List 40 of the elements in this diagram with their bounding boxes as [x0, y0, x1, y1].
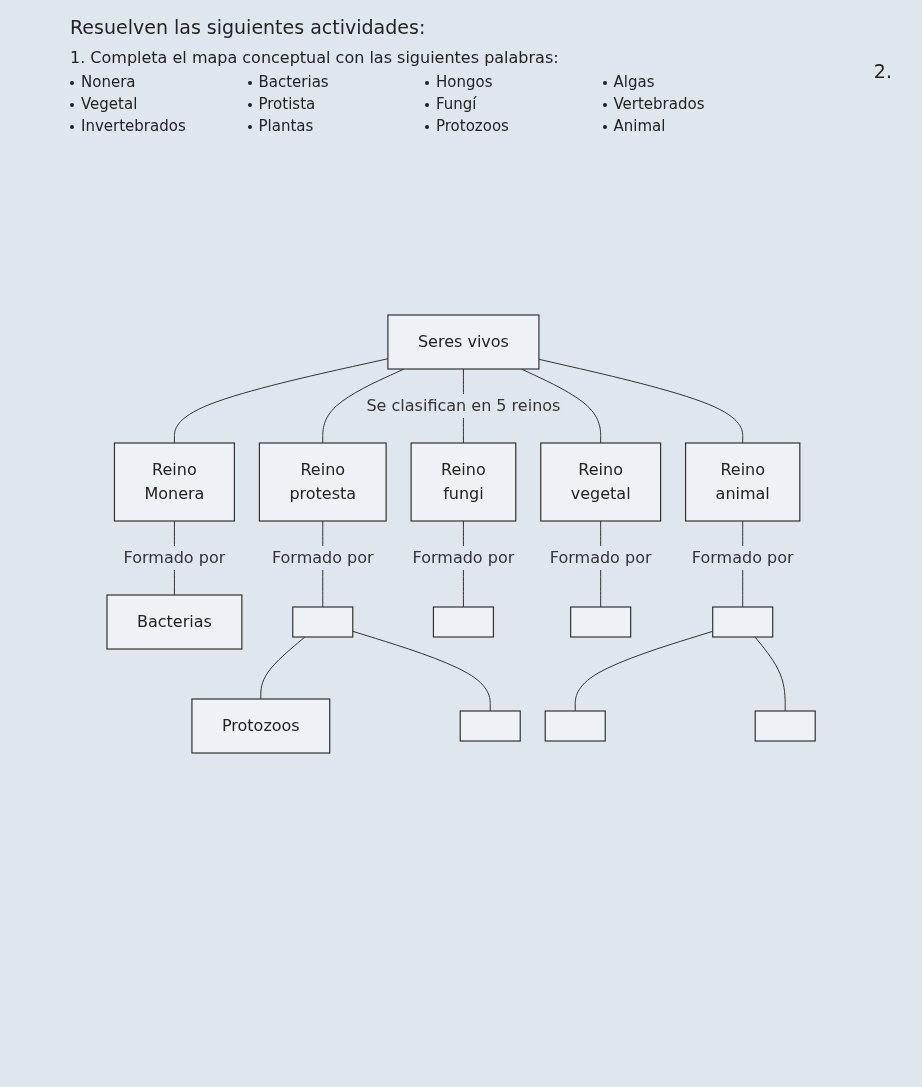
word-list-item: Algas — [613, 73, 655, 91]
word-list-item: Fungí — [436, 95, 477, 113]
word-list-item: Protozoos — [436, 117, 509, 135]
connector — [260, 636, 306, 700]
word-list-item: Vertebrados — [613, 95, 705, 113]
node-box: Reino protesta — [258, 442, 387, 522]
node-box — [569, 606, 632, 638]
node-box — [292, 606, 354, 638]
node-box: Reino fungi — [410, 442, 517, 522]
node-box — [754, 710, 816, 742]
connector — [352, 630, 491, 712]
node-box — [544, 710, 606, 742]
word-list-item: Animal — [613, 117, 666, 135]
word-list-item: Nonera — [81, 73, 136, 91]
word-list-item: Plantas — [258, 117, 314, 135]
instruction: 1. Completa el mapa conceptual con las siguientes palabras: — [70, 48, 559, 67]
edge-label: Formado por — [271, 548, 374, 567]
node-box: Reino animal — [684, 442, 801, 522]
node-box: Bacterias — [106, 594, 243, 650]
word-list-item: Hongos — [436, 73, 493, 91]
node-box — [712, 606, 774, 638]
connector — [754, 636, 786, 712]
node-box — [432, 606, 494, 638]
edge-label: Se clasifican en 5 reinos — [366, 396, 561, 415]
node-box: Seres vivos — [387, 314, 540, 370]
exercise-number: 2. — [873, 60, 892, 82]
node-box: Protozoos — [191, 698, 331, 754]
edge-label: Formado por — [412, 548, 515, 567]
edge-label: Formado por — [549, 548, 652, 567]
edge-label: Formado por — [691, 548, 794, 567]
title: Resuelven las siguientes actividades: — [70, 16, 426, 38]
word-list-item: Protista — [258, 95, 316, 113]
word-list-item: Vegetal — [81, 95, 138, 113]
word-list-item: Invertebrados — [81, 117, 186, 135]
edge-label: Formado por — [123, 548, 226, 567]
node-box: Reino Monera — [113, 442, 235, 522]
node-box: Reino vegetal — [540, 442, 662, 522]
connector — [538, 358, 744, 444]
node-box — [459, 710, 521, 742]
word-list-item: Bacterias — [258, 73, 329, 91]
